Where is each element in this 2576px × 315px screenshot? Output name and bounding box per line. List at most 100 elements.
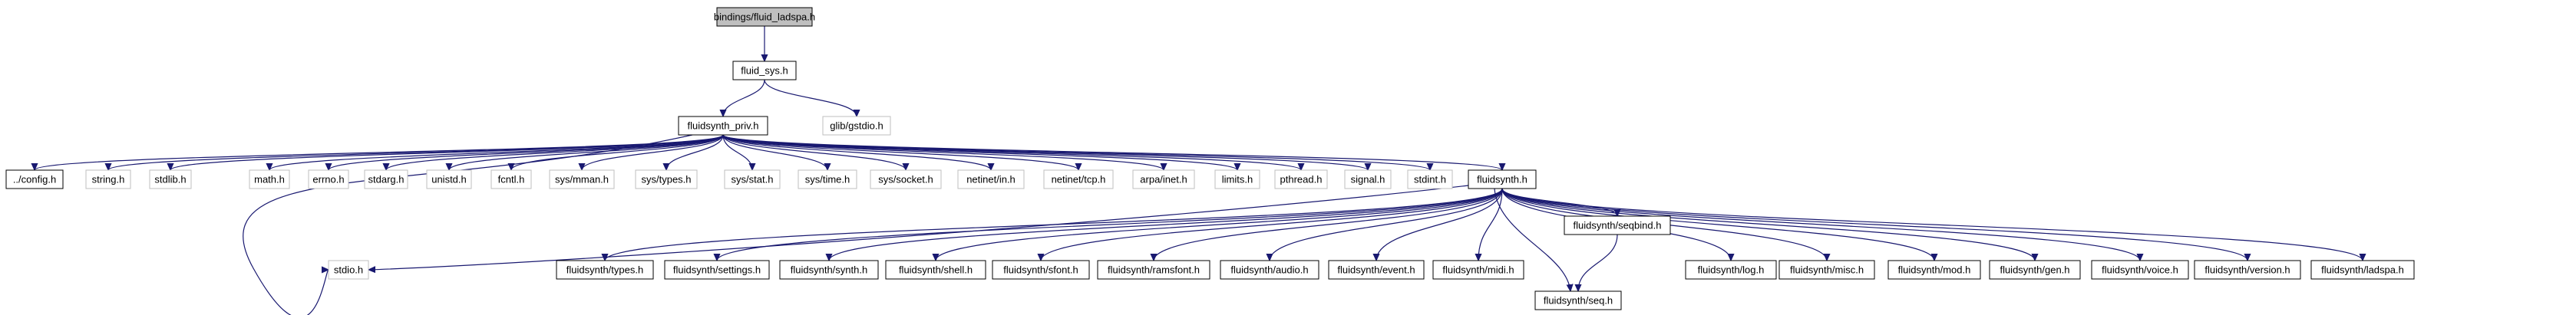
node-fluidsynth-shell-h[interactable]: fluidsynth/shell.h	[885, 260, 986, 280]
node-fluidsynth-ladspa-h[interactable]: fluidsynth/ladspa.h	[2310, 260, 2415, 280]
edge-fluidsynth-to-fsynth	[829, 188, 1503, 261]
node-fluidsynth-h[interactable]: fluidsynth.h	[1468, 169, 1537, 189]
node-label: sys/stat.h	[732, 174, 774, 185]
edge-fluidsynth-to-fshell	[936, 188, 1503, 261]
node-label: fluidsynth/synth.h	[791, 264, 867, 276]
node-math-h: math.h	[249, 169, 290, 189]
node-sys-mman-h: sys/mman.h	[549, 169, 615, 189]
node-bindings-fluid-ladspa-h[interactable]: bindings/fluid_ladspa.h	[714, 7, 815, 27]
edge-priv-to-errno	[329, 134, 724, 170]
node-fluidsynth-mod-h[interactable]: fluidsynth/mod.h	[1887, 260, 1981, 280]
edge-priv-to-inet	[722, 134, 1164, 170]
node-fluidsynth-types-h[interactable]: fluidsynth/types.h	[556, 260, 654, 280]
node-box	[1132, 169, 1195, 189]
node-label: netinet/tcp.h	[1052, 174, 1106, 185]
node-fluidsynth-gen-h[interactable]: fluidsynth/gen.h	[1989, 260, 2081, 280]
node-fluidsynth-seq-h[interactable]: fluidsynth/seq.h	[1534, 290, 1622, 310]
node-fluid-sys-h[interactable]: fluid_sys.h	[732, 61, 797, 80]
node-box	[779, 260, 879, 280]
node-fluidsynth-settings-h[interactable]: fluidsynth/settings.h	[664, 260, 770, 280]
node-fluidsynth-priv-h[interactable]: fluidsynth_priv.h	[678, 116, 768, 136]
node-limits-h: limits.h	[1214, 169, 1260, 189]
node-box	[992, 260, 1090, 280]
node-box	[1564, 215, 1671, 235]
node-fluidsynth-voice-h[interactable]: fluidsynth/voice.h	[2091, 260, 2189, 280]
edge-fseqbind-to-fseq	[1578, 234, 1618, 291]
edge-fluidsynth-to-fvoice	[1501, 188, 2140, 261]
node-fluidsynth-event-h[interactable]: fluidsynth/event.h	[1328, 260, 1425, 280]
node-label: fluidsynth/ramsfont.h	[1108, 264, 1200, 276]
node-box	[1220, 260, 1319, 280]
node-signal-h: signal.h	[1344, 169, 1392, 189]
node-label: unistd.h	[431, 174, 467, 185]
node-fluidsynth-midi-h[interactable]: fluidsynth/midi.h	[1432, 260, 1524, 280]
node-box	[1468, 169, 1537, 189]
node-label: limits.h	[1222, 174, 1253, 185]
node-fluidsynth-audio-h[interactable]: fluidsynth/audio.h	[1220, 260, 1319, 280]
node-label: fluidsynth/shell.h	[899, 264, 973, 276]
node-stdio-h: stdio.h	[328, 260, 369, 280]
node-fluidsynth-ramsfont-h[interactable]: fluidsynth/ramsfont.h	[1097, 260, 1210, 280]
node-pthread-h: pthread.h	[1274, 169, 1328, 189]
node-unistd-h: unistd.h	[426, 169, 472, 189]
node-fluidsynth-synth-h[interactable]: fluidsynth/synth.h	[779, 260, 879, 280]
node-box	[426, 169, 472, 189]
node-box	[249, 169, 290, 189]
node-label: fluidsynth/midi.h	[1442, 264, 1514, 276]
nodes-layer: bindings/fluid_ladspa.hfluid_sys.hglib/g…	[5, 7, 2415, 310]
node-sys-stat-h: sys/stat.h	[724, 169, 781, 189]
node-box	[1043, 169, 1114, 189]
node-fluidsynth-seqbind-h[interactable]: fluidsynth/seqbind.h	[1564, 215, 1671, 235]
node-box	[822, 116, 891, 136]
edge-priv-to-socket	[722, 134, 906, 170]
node-sys-socket-h: sys/socket.h	[870, 169, 942, 189]
node-box	[1274, 169, 1328, 189]
node-string-h: string.h	[85, 169, 131, 189]
node-box	[149, 169, 192, 189]
edge-fluid_sys-to-gstdio	[764, 79, 857, 116]
edge-priv-to-netin	[722, 134, 991, 170]
node-sys-types-h: sys/types.h	[635, 169, 698, 189]
node-stdint-h: stdint.h	[1407, 169, 1453, 189]
node-box	[716, 7, 813, 27]
node-label: fluidsynth/gen.h	[2000, 264, 2069, 276]
node-box	[1432, 260, 1524, 280]
node-netinet-tcp-h: netinet/tcp.h	[1043, 169, 1114, 189]
node-box	[1685, 260, 1777, 280]
node-box	[556, 260, 654, 280]
node-config-h[interactable]: ../config.h	[5, 169, 64, 189]
node-box	[1328, 260, 1425, 280]
node-label: fcntl.h	[498, 174, 525, 185]
edge-priv-to-unistd	[449, 134, 724, 170]
node-fluidsynth-sfont-h[interactable]: fluidsynth/sfont.h	[992, 260, 1090, 280]
edge-fluidsynth-to-fseqbind	[1501, 188, 1617, 216]
edge-priv-to-tcp	[722, 134, 1078, 170]
edge-priv-to-fluidsynth	[722, 134, 1502, 170]
node-fluidsynth-log-h[interactable]: fluidsynth/log.h	[1685, 260, 1777, 280]
node-label: fluidsynth/event.h	[1337, 264, 1415, 276]
node-netinet-in-h: netinet/in.h	[957, 169, 1025, 189]
edge-priv-to-signal	[722, 134, 1368, 170]
node-box	[664, 260, 770, 280]
node-label: fluidsynth_priv.h	[688, 120, 759, 132]
edge-fluidsynth-to-fversion	[1501, 188, 2247, 261]
edge-priv-to-stdarg	[386, 134, 724, 170]
node-label: ../config.h	[13, 174, 56, 185]
node-label: sys/socket.h	[878, 174, 933, 185]
node-label: stdarg.h	[368, 174, 405, 185]
node-box	[1778, 260, 1875, 280]
node-label: stdlib.h	[154, 174, 186, 185]
node-box	[2091, 260, 2189, 280]
edge-priv-to-types	[666, 134, 724, 170]
node-box	[549, 169, 615, 189]
node-fluidsynth-version-h[interactable]: fluidsynth/version.h	[2194, 260, 2301, 280]
node-label: fluid_sys.h	[741, 65, 788, 77]
node-label: fluidsynth.h	[1477, 174, 1527, 185]
node-label: pthread.h	[1280, 174, 1323, 185]
node-box	[2194, 260, 2301, 280]
node-label: stdint.h	[1414, 174, 1446, 185]
node-fluidsynth-misc-h[interactable]: fluidsynth/misc.h	[1778, 260, 1875, 280]
edge-fluidsynth-to-stdio	[368, 185, 1469, 270]
node-label: fluidsynth/sfont.h	[1003, 264, 1078, 276]
edge-priv-to-string	[108, 134, 724, 170]
